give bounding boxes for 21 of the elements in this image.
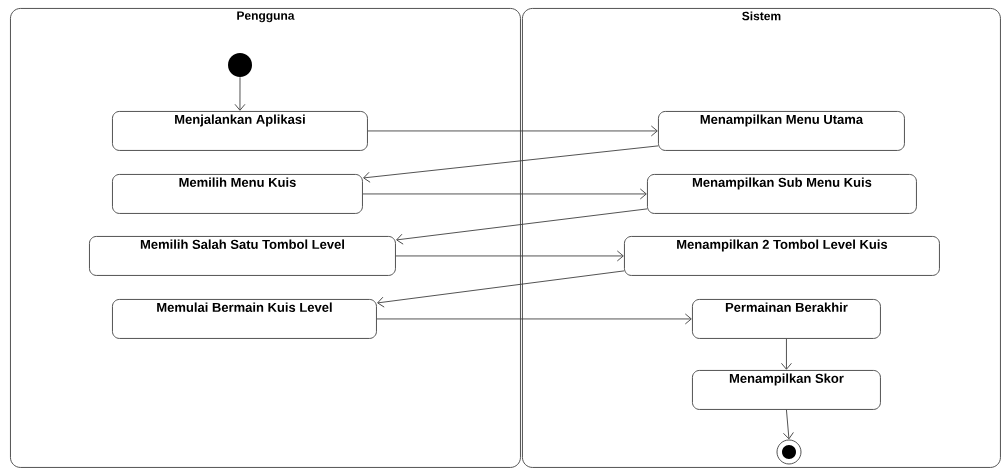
arrow (783, 409, 794, 440)
activity-box: Menjalankan Aplikasi (112, 111, 368, 151)
activity-box: Menampilkan Sub Menu Kuis (647, 174, 917, 214)
arrow (234, 76, 246, 111)
arrow (395, 250, 624, 262)
arrow (376, 313, 692, 325)
start-node (228, 53, 252, 77)
activity-box: Menampilkan Menu Utama (658, 111, 905, 151)
end-node (776, 439, 802, 465)
activity-box: Permainan Berakhir (692, 299, 881, 339)
arrow (363, 145, 659, 183)
activity-box: Menampilkan 2 Tombol Level Kuis (624, 236, 940, 276)
activity-box: Memilih Salah Satu Tombol Level (89, 236, 396, 276)
arrow (377, 270, 625, 308)
arrow (396, 208, 648, 245)
activity-box: Memulai Bermain Kuis Level (112, 299, 377, 339)
arrow (362, 188, 647, 200)
activity-box: Menampilkan Skor (692, 370, 881, 410)
activity-box: Memilih Menu Kuis (112, 174, 363, 214)
arrow (781, 338, 792, 370)
arrow (367, 125, 658, 137)
